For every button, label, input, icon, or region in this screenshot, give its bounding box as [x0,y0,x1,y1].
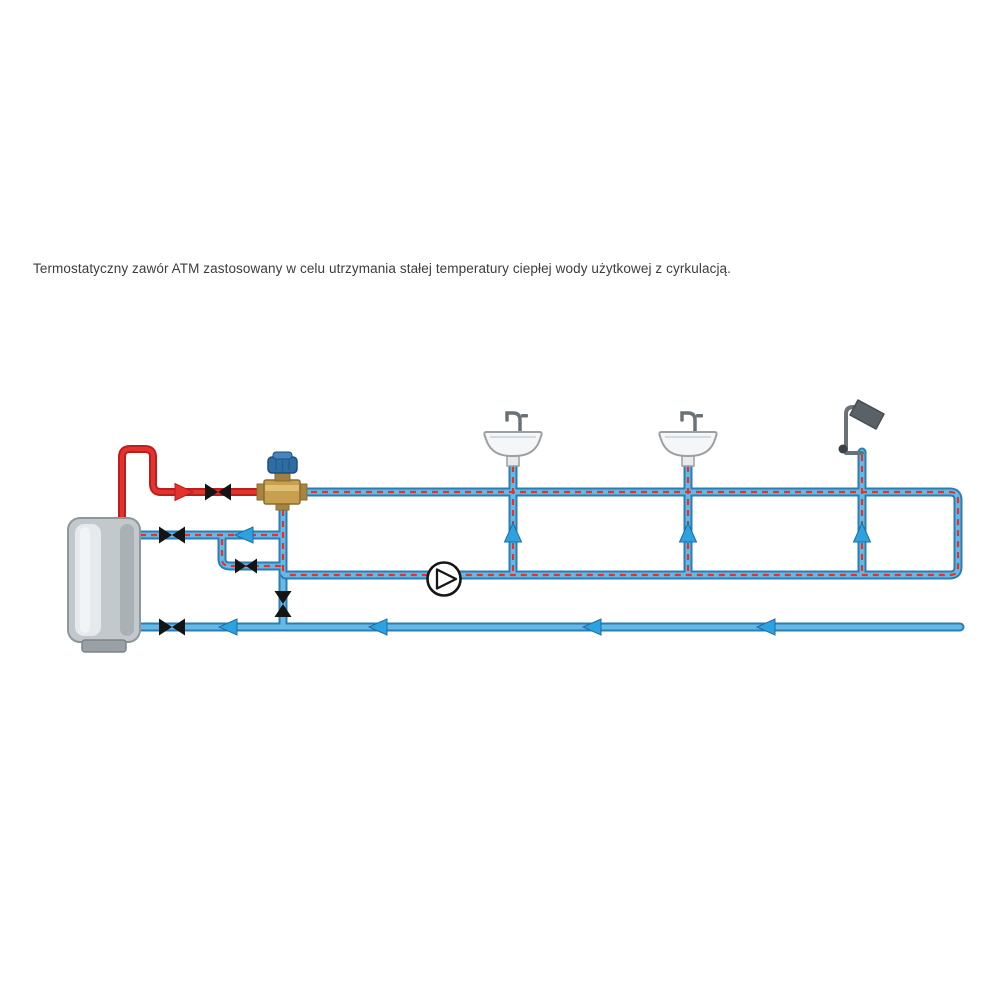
atm-thermostatic-valve [256,451,308,511]
cold-flow-arrow-icon [581,618,602,636]
circulation-pump-icon [426,561,462,597]
riser-up-arrow-icon [852,521,872,543]
tempered-water-pipe [133,447,963,580]
sink-icon [658,411,718,467]
boiler [67,517,141,653]
sink-icon [483,411,543,467]
cold-flow-arrow-icon [217,618,238,636]
riser-up-arrow-icon [678,521,698,543]
shutoff-valve-icon [205,483,231,501]
shutoff-valve-icon [159,618,185,636]
caption-text: Termostatyczny zawór ATM zastosowany w c… [33,261,731,276]
shower-handle-icon [838,444,848,454]
cold-flow-arrow-icon [755,618,776,636]
tempered-pipe-dashed-centerline [140,455,960,577]
shower-icon [838,399,885,455]
riser-up-arrow-icon [503,521,523,543]
shutoff-valve-icon [159,526,185,544]
shutoff-valve-vertical-icon [274,591,292,617]
shutoff-valve-icon [235,558,257,574]
hot-flow-arrow-icon [174,482,195,502]
hot-water-pipe [118,445,268,532]
circulation-return-arrow-icon [233,526,254,544]
cold-flow-arrow-icon [367,618,388,636]
